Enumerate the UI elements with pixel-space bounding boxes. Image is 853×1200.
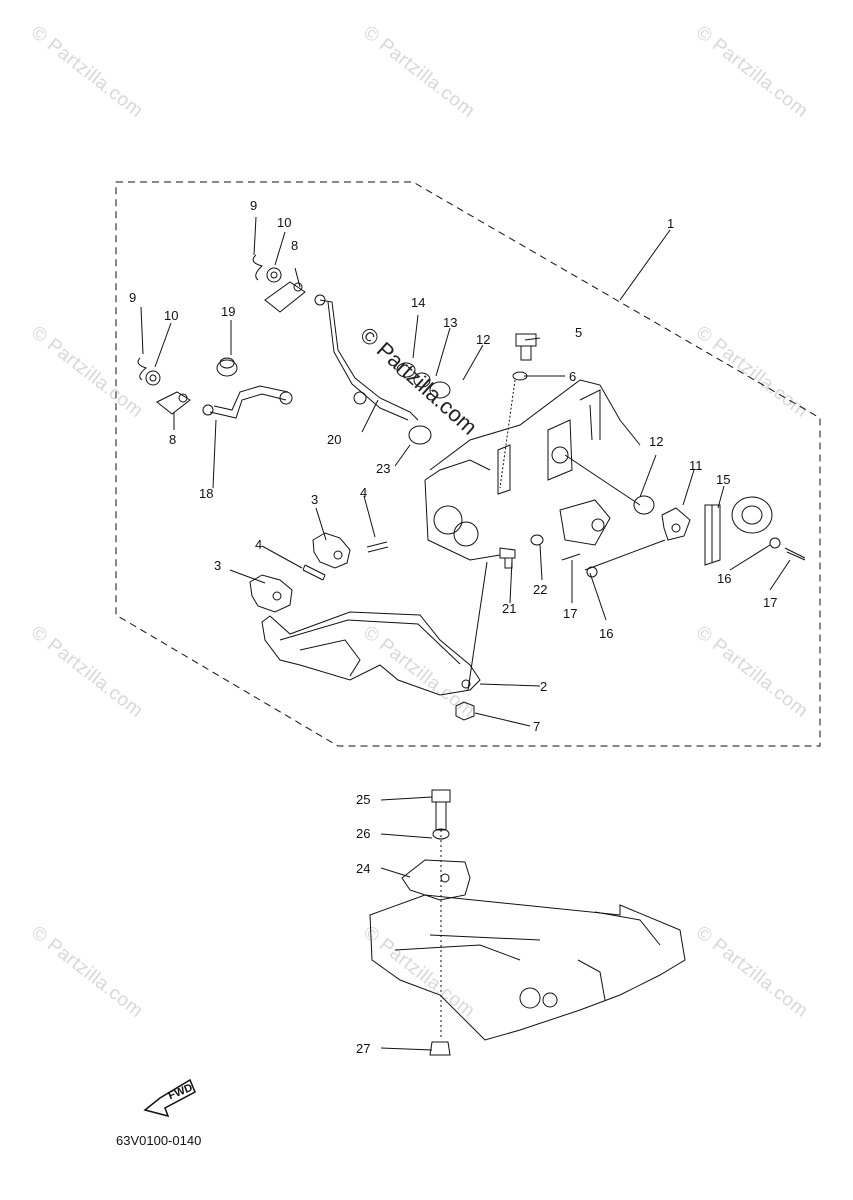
callout-8: 8 [169, 432, 177, 447]
callout-21: 21 [502, 601, 517, 616]
callout-24: 24 [356, 861, 371, 876]
callout-19: 19 [221, 304, 236, 319]
callout-14: 14 [411, 295, 426, 310]
callout-20: 20 [327, 432, 342, 447]
callout-2: 2 [540, 679, 548, 694]
callout-16: 16 [717, 571, 732, 586]
callout-10: 10 [164, 308, 179, 323]
callout-15: 15 [716, 472, 731, 487]
callout-4: 4 [255, 537, 263, 552]
callout-4: 4 [360, 485, 368, 500]
callout-6: 6 [569, 369, 577, 384]
callout-9: 9 [129, 290, 137, 305]
callout-17: 17 [763, 595, 778, 610]
callout-10: 10 [277, 215, 292, 230]
callout-18: 18 [199, 486, 214, 501]
callout-13: 13 [443, 315, 458, 330]
callout-27: 27 [356, 1041, 371, 1056]
diagram-code: 63V0100-0140 [116, 1133, 202, 1148]
callout-5: 5 [575, 325, 583, 340]
callout-23: 23 [376, 461, 391, 476]
callout-17: 17 [563, 606, 578, 621]
callout-25: 25 [356, 792, 371, 807]
callout-1: 1 [667, 216, 675, 231]
callout-22: 22 [533, 582, 548, 597]
callout-3: 3 [214, 558, 222, 573]
callout-12: 12 [649, 434, 664, 449]
callout-11: 11 [689, 458, 703, 473]
callout-12: 12 [476, 332, 491, 347]
callout-16: 16 [599, 626, 614, 641]
callout-7: 7 [533, 719, 541, 734]
callout-8: 8 [291, 238, 299, 253]
assembly-boundary [115, 181, 821, 747]
callout-26: 26 [356, 826, 371, 841]
callout-9: 9 [250, 198, 258, 213]
callout-3: 3 [311, 492, 319, 507]
